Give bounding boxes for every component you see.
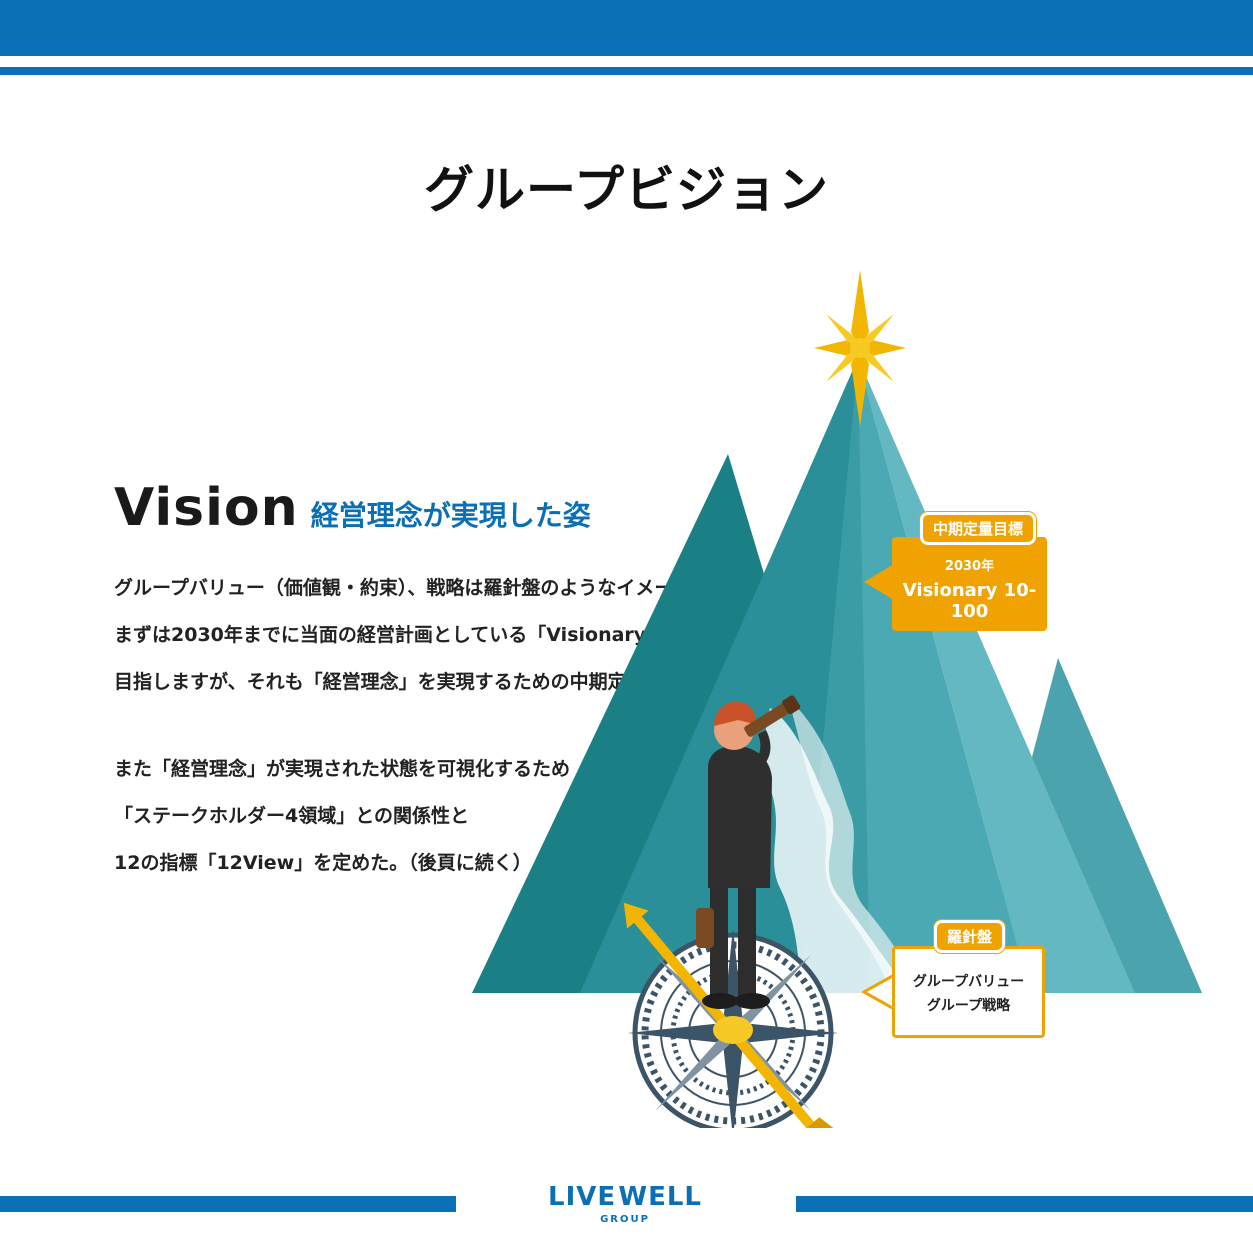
footer-stripe-left [0,1196,456,1212]
paragraph-line: 12の指標「12View」を定めた。（後頁に続く） [114,852,532,874]
page-title: グループビジョン [424,161,829,219]
target-badge: 中期定量目標 [920,512,1037,545]
vision-paragraph-2: また「経営理念」が実現された状態を可視化するため 「ステークホルダー4領域」との… [114,754,634,895]
logo-group-text: GROUP [600,1214,650,1225]
businessman-figure [696,695,801,1009]
star-icon [814,270,906,426]
vision-heading: Vision 経営理念が実現した姿 [114,478,591,538]
target-name: Visionary 10-100 [902,580,1037,622]
compass-line-2: グループ戦略 [926,998,1011,1014]
compass-callout-box: グループバリュー グループ戦略 [892,946,1045,1038]
target-callout: 2030年 Visionary 10-100 中期定量目標 [862,512,1052,634]
mountain-illustration [472,270,1202,1128]
light-path [764,708,910,993]
compass-callout: グループバリュー グループ戦略 羅針盤 [862,920,1052,1042]
target-year: 2030年 [944,559,995,574]
paragraph-line: まずは2030年までに当面の経営計画としている「Visionary10-100」… [114,624,759,646]
paragraph-line: 「ステークホルダー4領域」との関係性と [114,805,470,827]
vision-subtitle: 経営理念が実現した姿 [310,499,591,532]
vision-word: Vision [114,478,299,538]
compass-icon [623,902,838,1128]
vision-paragraph-1: グループバリュー（価値観・約束）、戦略は羅針盤のようなイメージ まずは2030年… [114,573,759,714]
callout-pointer [864,564,894,600]
top-header-stripe [0,67,1253,75]
logo-left-text: LIVE [548,1182,617,1212]
top-header-band [0,0,1253,56]
paragraph-line: 目指しますが、それも「経営理念」を実現するための中期定量目標です。 [114,671,739,693]
paragraph-line: グループバリュー（価値観・約束）、戦略は羅針盤のようなイメージ [114,577,692,599]
company-logo: LIVE WELL GROUP [548,1168,702,1238]
light-path-glow [788,698,920,993]
logo-right-text: WELL [618,1182,702,1212]
compass-line-1: グループバリュー [912,974,1025,990]
target-callout-box: 2030年 Visionary 10-100 [892,537,1047,631]
paragraph-line: また「経営理念」が実現された状態を可視化するため [114,758,571,780]
footer-stripe-right [796,1196,1253,1212]
compass-badge: 羅針盤 [934,920,1006,953]
